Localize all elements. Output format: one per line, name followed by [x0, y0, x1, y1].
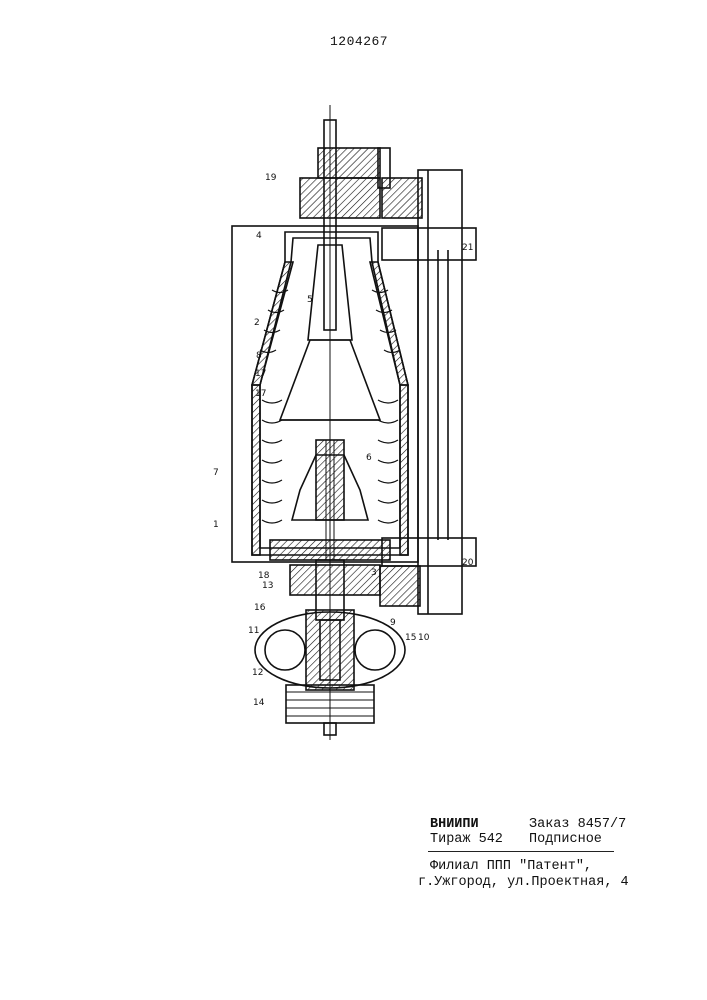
imprint-circulation: Тираж 542: [430, 832, 503, 847]
label-12: 12: [252, 668, 263, 678]
label-21: 21: [462, 243, 473, 253]
label-2: 2: [254, 318, 260, 328]
imprint-branch: Филиал ППП "Патент",: [430, 859, 592, 874]
label-13: 13: [262, 581, 273, 591]
label-17a: 17: [255, 369, 266, 379]
label-1: 1: [213, 520, 219, 530]
label-20: 20: [462, 558, 474, 568]
label-8: 8: [256, 351, 262, 361]
imprint-order: Заказ 8457/7: [529, 817, 626, 832]
divider-rule: [428, 851, 614, 852]
label-16: 16: [254, 603, 266, 613]
label-9: 9: [390, 618, 396, 628]
imprint-subscription: Подписное: [529, 832, 602, 847]
label-10: 10: [418, 633, 430, 643]
label-6: 6: [366, 453, 372, 463]
imprint-org: ВНИИПИ: [430, 817, 479, 832]
label-11: 11: [248, 626, 259, 636]
label-4: 4: [256, 231, 262, 241]
label-15: 15: [405, 633, 416, 643]
label-3: 3: [371, 568, 377, 578]
label-19: 19: [265, 173, 277, 183]
imprint-address: г.Ужгород, ул.Проектная, 4: [418, 875, 629, 890]
label-18: 18: [258, 571, 270, 581]
label-14: 14: [253, 698, 265, 708]
label-7: 7: [213, 468, 219, 478]
label-5: 5: [307, 295, 313, 305]
label-17b: 17: [255, 389, 266, 399]
